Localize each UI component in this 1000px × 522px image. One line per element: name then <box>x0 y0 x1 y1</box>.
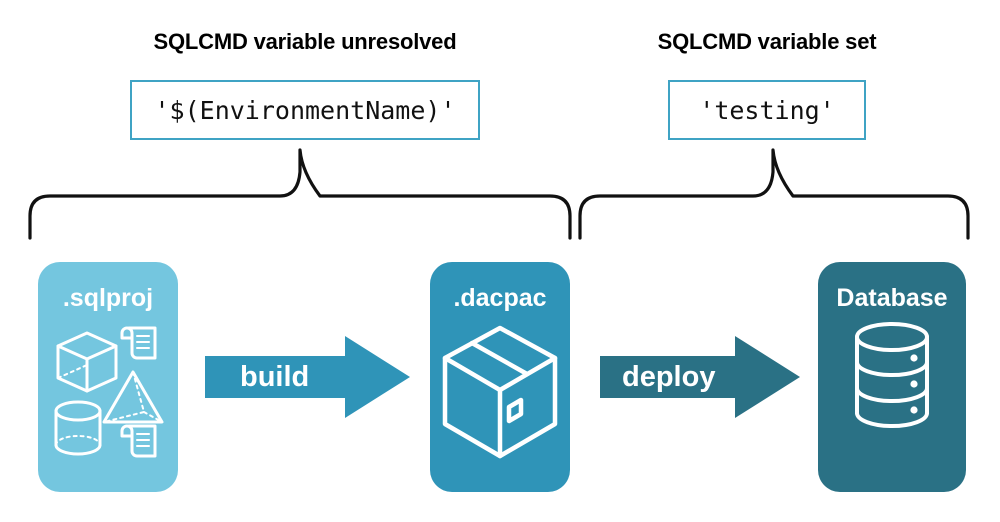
card-dacpac-artwork <box>430 318 570 466</box>
code-box-testing: 'testing' <box>668 80 866 140</box>
card-database-artwork <box>818 320 966 430</box>
card-sqlproj[interactable]: .sqlproj <box>38 262 178 492</box>
card-dacpac-label: .dacpac <box>453 284 547 312</box>
arrow-deploy-icon <box>600 336 800 418</box>
card-database-label: Database <box>836 284 948 312</box>
arrow-build-icon <box>205 336 410 418</box>
heading-sqlcmd-variable-set: SQLCMD variable set <box>657 29 877 54</box>
card-sqlproj-label: .sqlproj <box>62 284 154 312</box>
brace-unresolved-icon <box>28 148 572 240</box>
heading-sqlcmd-variable-unresolved: SQLCMD variable unresolved <box>153 29 457 54</box>
scroll-icon <box>120 326 157 360</box>
card-dacpac[interactable]: .dacpac <box>430 262 570 492</box>
card-database[interactable]: Database <box>818 262 966 492</box>
brace-unresolved <box>28 148 573 245</box>
cube-icon <box>56 331 118 393</box>
database-cylinder-icon <box>855 322 929 428</box>
arrow-deploy: deploy <box>600 336 800 423</box>
code-box-environment-name: '$(EnvironmentName)' <box>130 80 480 140</box>
pyramid-icon <box>102 370 164 424</box>
brace-set-icon <box>578 148 970 240</box>
arrow-build-label: build <box>240 361 310 393</box>
scroll-icon <box>120 424 157 458</box>
card-sqlproj-artwork <box>38 320 178 465</box>
package-box-icon <box>442 325 558 459</box>
cylinder-icon <box>54 400 102 456</box>
arrow-build: build <box>205 336 410 423</box>
brace-set <box>578 148 970 245</box>
arrow-deploy-label: deploy <box>622 361 716 393</box>
